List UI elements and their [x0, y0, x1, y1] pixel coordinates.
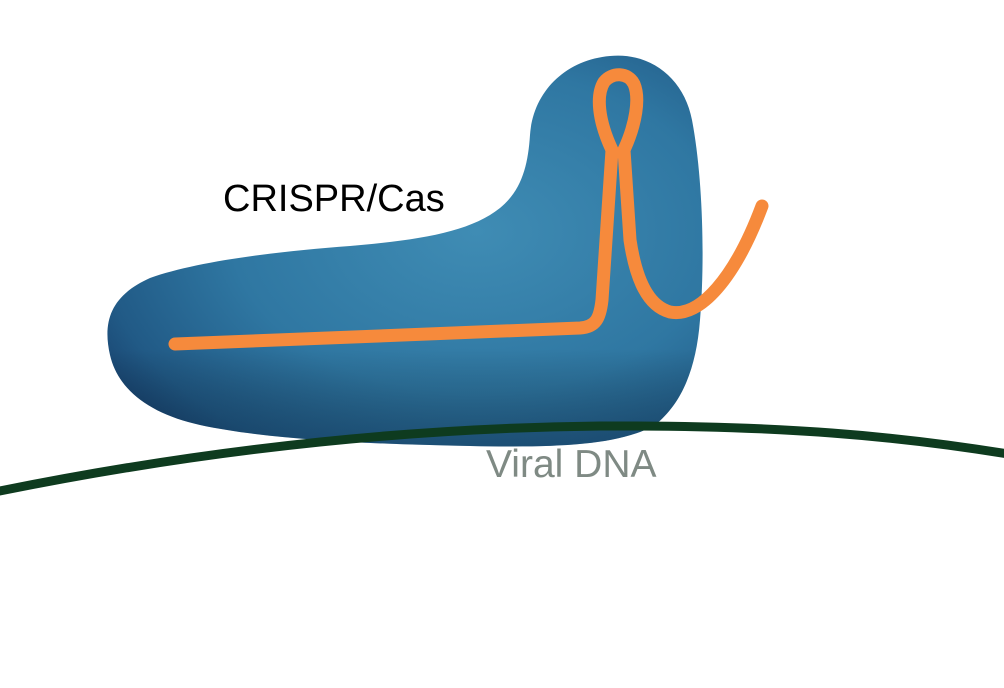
viral-dna-label: Viral DNA: [486, 443, 657, 486]
guide-rna-strand: [168, 68, 769, 351]
protein-label: CRISPR/Cas: [223, 178, 445, 220]
viral-dna-strand: [0, 421, 1004, 496]
cas-protein-shadow: [107, 55, 703, 447]
